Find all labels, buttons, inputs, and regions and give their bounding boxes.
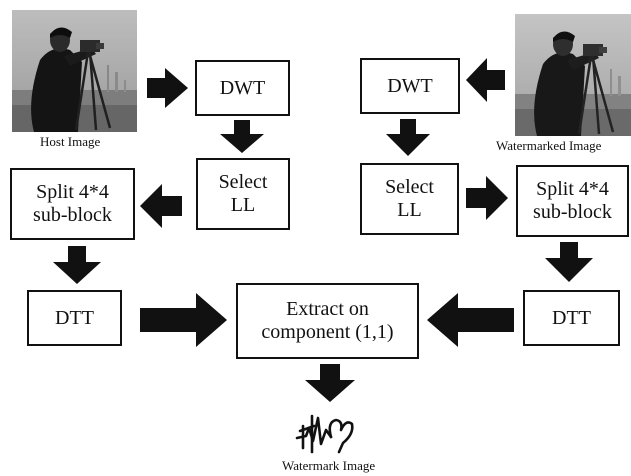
left-dwt-box: DWT [195,60,290,116]
host-image-caption: Host Image [40,134,101,149]
watermark-image-caption: Watermark Image [282,458,376,473]
arrow-right-icon [140,293,227,347]
watermarked-image [515,14,631,136]
arrow-left-icon [466,58,505,102]
arrow-down-icon [545,242,593,282]
host-image [12,10,137,132]
right-select-ll-box: Select LL [360,163,459,235]
right-dwt-box: DWT [360,58,460,114]
arrow-left-icon [140,184,182,228]
arrow-right-icon [147,68,188,108]
watermark-signature-icon [295,414,354,454]
extract-component-box: Extract on component (1,1) [236,283,419,359]
left-select-ll-box: Select LL [196,158,290,230]
arrow-down-icon [220,120,264,153]
right-split-box: Split 4*4 sub-block [516,165,629,237]
watermarked-image-caption: Watermarked Image [496,138,602,153]
arrow-right-icon [466,176,508,220]
arrow-left-icon [427,293,514,347]
left-dtt-box: DTT [27,290,122,346]
left-split-box: Split 4*4 sub-block [10,168,135,240]
arrow-down-icon [53,246,101,284]
arrow-down-icon [386,119,430,156]
arrow-down-icon [305,364,355,402]
right-dtt-box: DTT [523,290,620,346]
